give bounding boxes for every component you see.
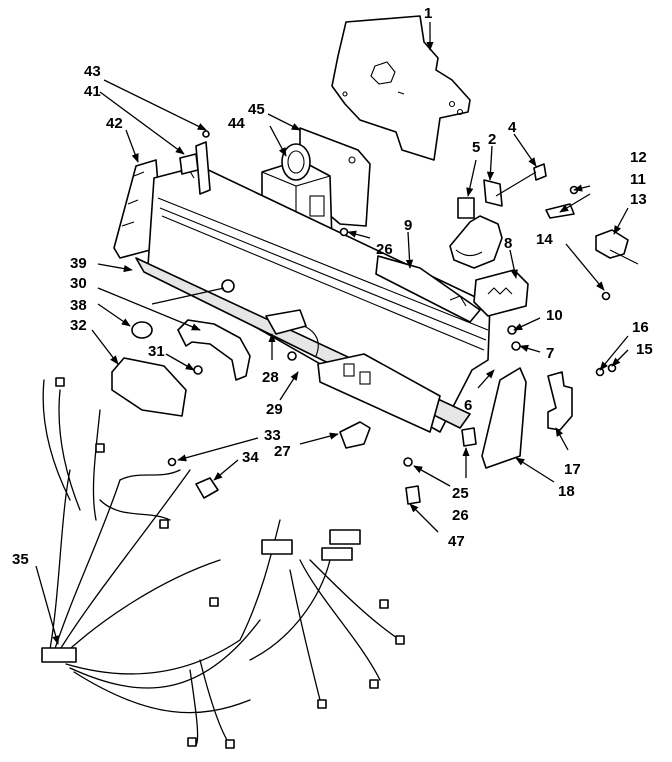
callout-41: 41 — [84, 83, 101, 100]
callout-12: 12 — [630, 149, 647, 166]
callout-44: 44 — [228, 115, 245, 132]
callout-42: 42 — [106, 115, 123, 132]
callout-15: 15 — [636, 341, 653, 358]
callout-26-lower: 26 — [452, 507, 469, 524]
callout-29: 29 — [266, 401, 283, 418]
callout-14: 14 — [536, 231, 553, 248]
back-panel-part — [331, 15, 471, 161]
knob-bracket-part — [131, 279, 251, 381]
right-bracket-part — [547, 371, 573, 431]
callout-43: 43 — [84, 63, 101, 80]
backguard-brackets — [179, 141, 211, 195]
callout-30: 30 — [70, 275, 87, 292]
button-part — [339, 421, 371, 449]
callout-1: 1 — [424, 5, 433, 22]
terminal-block-part — [473, 269, 529, 317]
callout-33: 33 — [264, 427, 281, 444]
callout-13: 13 — [630, 191, 647, 208]
callout-17: 17 — [564, 461, 581, 478]
switch-assembly-part — [449, 163, 547, 269]
callout-10: 10 — [546, 307, 563, 324]
callout-31: 31 — [148, 343, 165, 360]
callout-4: 4 — [508, 119, 517, 136]
clips — [195, 427, 477, 505]
callout-16: 16 — [632, 319, 649, 336]
callout-34: 34 — [242, 449, 259, 466]
callout-47: 47 — [448, 533, 465, 550]
indicator-lens-part — [111, 357, 187, 417]
callout-25: 25 — [452, 485, 469, 502]
callout-27: 27 — [274, 443, 291, 460]
wiring-harness-part — [41, 377, 405, 749]
callout-11: 11 — [630, 171, 646, 188]
callout-6: 6 — [464, 397, 473, 414]
callout-28: 28 — [262, 369, 279, 386]
lower-trim-part — [317, 353, 441, 433]
callout-45: 45 — [248, 101, 265, 118]
callout-9: 9 — [404, 217, 413, 234]
callout-2: 2 — [488, 131, 497, 148]
callout-7: 7 — [546, 345, 555, 362]
callout-5: 5 — [472, 139, 481, 156]
callout-26-upper: 26 — [376, 241, 393, 258]
callout-18: 18 — [558, 483, 575, 500]
callout-39: 39 — [70, 255, 87, 272]
hinge-parts — [545, 203, 639, 265]
callout-38: 38 — [70, 297, 87, 314]
callout-35: 35 — [12, 551, 29, 568]
leader-lines — [35, 22, 629, 645]
callout-32: 32 — [70, 317, 87, 334]
screws — [167, 130, 617, 467]
callout-8: 8 — [504, 235, 513, 252]
switch-bracket-part — [265, 309, 319, 357]
right-end-cap-part — [481, 367, 527, 469]
